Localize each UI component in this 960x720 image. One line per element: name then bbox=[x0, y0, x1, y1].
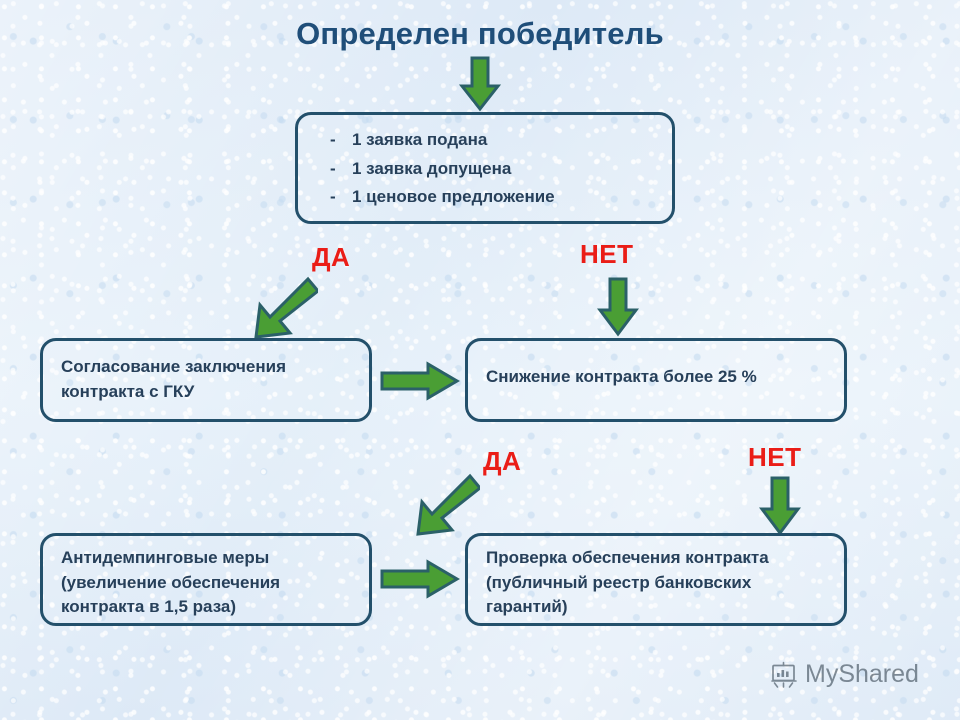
page-title: Определен победитель bbox=[296, 16, 664, 51]
presentation-chart-icon bbox=[771, 661, 797, 688]
decision-label-no-1: НЕТ bbox=[580, 239, 634, 269]
reduction-text: Снижение контракта более 25 % bbox=[486, 367, 757, 386]
applications-bullet-list: - 1 заявка подана - 1 заявка допущена - … bbox=[298, 115, 672, 214]
arrow-diagonal-down-left-yes-1 bbox=[254, 276, 318, 339]
bullet-label: 1 заявка допущена bbox=[352, 158, 512, 178]
arrow-down-no-1 bbox=[597, 277, 639, 337]
approval-text: Согласование заключения контракта с ГКУ bbox=[61, 357, 287, 401]
list-item: - 1 заявка подана bbox=[298, 128, 672, 157]
decision-label-yes-1: ДА bbox=[312, 242, 351, 272]
bullet-marker: - bbox=[330, 130, 336, 149]
node-applications: - 1 заявка подана - 1 заявка допущена - … bbox=[295, 112, 675, 224]
watermark-text: MyShared bbox=[805, 660, 919, 688]
watermark: MyShared bbox=[770, 660, 919, 689]
decision-label-yes-2: ДА bbox=[483, 446, 522, 476]
node-approval: Согласование заключения контракта с ГКУ bbox=[40, 338, 372, 422]
verification-text: Проверка обеспечения контракта (публичны… bbox=[486, 548, 769, 617]
decision-label-no-2: НЕТ bbox=[748, 442, 802, 472]
node-antidumping: Антидемпинговые меры (увеличение обеспеч… bbox=[40, 533, 372, 626]
arrow-down-no-2 bbox=[759, 476, 801, 536]
list-item: - 1 ценовое предложение bbox=[298, 185, 672, 214]
bullet-label: 1 заявка подана bbox=[352, 130, 488, 149]
node-verification: Проверка обеспечения контракта (публичны… bbox=[465, 533, 847, 626]
bullet-label: 1 ценовое предложение bbox=[352, 187, 555, 207]
bullet-marker: - bbox=[330, 187, 336, 207]
bullet-marker: - bbox=[330, 158, 336, 178]
arrow-down-title-to-applications bbox=[458, 56, 502, 112]
antidumping-text: Антидемпинговые меры (увеличение обеспеч… bbox=[61, 548, 281, 617]
node-reduction: Снижение контракта более 25 % bbox=[465, 338, 847, 422]
arrow-right-antidumping-to-verification bbox=[380, 559, 460, 599]
arrow-right-approval-to-reduction bbox=[380, 361, 460, 401]
arrow-diagonal-down-left-yes-2 bbox=[416, 473, 480, 536]
list-item: - 1 заявка допущена bbox=[298, 157, 672, 186]
